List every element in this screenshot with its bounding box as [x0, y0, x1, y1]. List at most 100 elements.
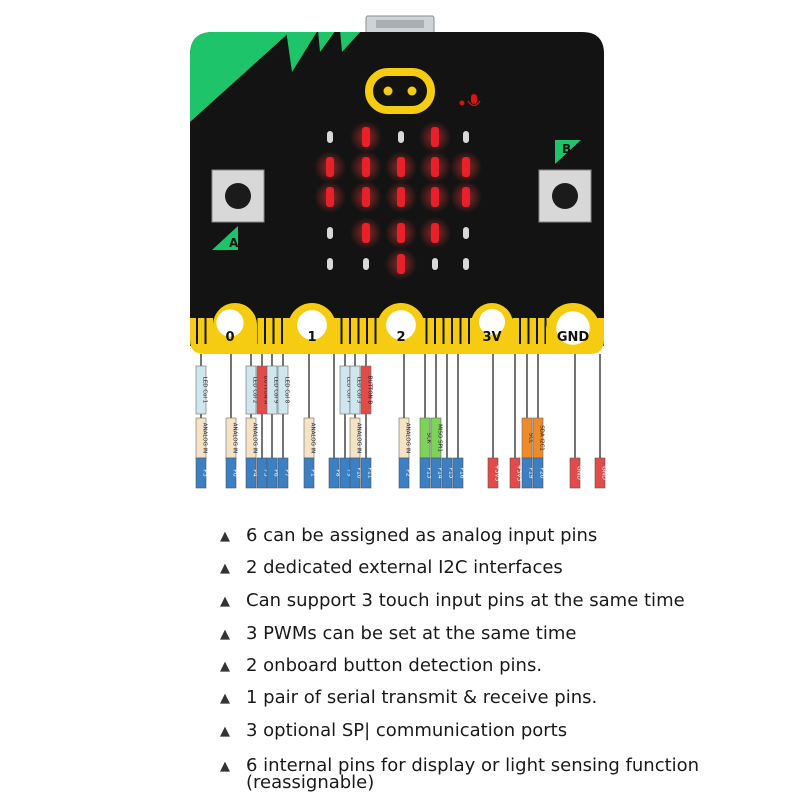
pin-function-text: ANALOG IN — [405, 423, 411, 454]
pin-name-tag — [245, 457, 257, 489]
led-off — [327, 258, 333, 270]
edge-finger-gap — [459, 318, 462, 344]
feature-text: 6 internal pins for display or light sen… — [246, 755, 700, 776]
pin-function-text: MISO SPI1 — [437, 424, 443, 452]
feature-text: 2 onboard button detection pins. — [246, 655, 543, 676]
led-on — [397, 254, 405, 274]
pin-name-text: P14 — [437, 467, 444, 478]
led-on — [431, 127, 439, 147]
pad-1[interactable]: 1 — [288, 303, 336, 350]
feature-item: ▲ 6 internal pins for display or light se… — [220, 756, 780, 793]
feature-item: ▲Can support 3 touch input pins at the s… — [220, 591, 780, 612]
pin-name-tag — [328, 457, 340, 489]
pin-name-tag — [277, 457, 289, 489]
button-a[interactable] — [211, 169, 265, 223]
button-b-marker — [555, 140, 581, 164]
pin-name-tag — [521, 457, 533, 489]
pin-name-tag — [532, 457, 544, 489]
led-off — [463, 258, 469, 270]
pin-function-text: LED Col 2 — [252, 377, 258, 404]
pad-label: GND — [557, 330, 590, 345]
feature-item: ▲ 2 dedicated external I2C interfaces — [220, 558, 780, 579]
edge-finger-gap — [451, 318, 453, 344]
feature-item: ▲3 optional SP| communication ports — [220, 721, 780, 742]
triangle-up-icon: ▲ — [220, 627, 230, 642]
pin-name-tag — [303, 457, 315, 489]
pin-name-text: P8 — [335, 469, 342, 477]
led-matrix — [314, 121, 482, 280]
led-off — [463, 227, 469, 239]
pin-name-text: GND — [576, 466, 583, 480]
pin-name-text: P11 — [367, 467, 374, 478]
pin-name-text: GND — [601, 466, 608, 480]
edge-finger-gap — [374, 318, 377, 344]
triangle-up-icon: ▲ — [220, 659, 230, 674]
button-b[interactable] — [538, 169, 592, 223]
led-on — [362, 127, 370, 147]
led-off — [363, 258, 369, 270]
pin-name-text: P20 — [539, 467, 546, 478]
pad-hole — [556, 311, 590, 345]
pin-function-text: LED Col 7 — [346, 377, 352, 404]
edge-finger-gap — [527, 318, 530, 344]
edge-finger-gap — [340, 318, 343, 344]
pin-name-tag — [509, 457, 521, 489]
button-a-label: A — [229, 236, 239, 250]
pad-label: 0 — [225, 330, 234, 345]
pin-name-tag — [398, 457, 410, 489]
edge-finger-gap — [434, 318, 436, 344]
pin-function-label — [245, 365, 257, 415]
pin-function-text: LED Col 3 — [356, 377, 362, 404]
pin-name-text: P4 — [252, 469, 259, 477]
led-on — [431, 157, 439, 177]
triangle-up-icon: ▲ — [220, 691, 230, 706]
pad-3v[interactable]: 3V — [471, 303, 513, 350]
pad-hole — [386, 310, 416, 340]
pin-function-text: ANALOG IN — [252, 423, 258, 454]
mic-led-icon — [459, 100, 465, 106]
pin-name-tag — [419, 457, 431, 489]
pin-name-text: P0 — [232, 469, 239, 477]
triangle-up-icon: ▲ — [220, 561, 230, 576]
led-off — [463, 131, 469, 143]
pad-2[interactable]: 2 — [377, 303, 425, 350]
pin-name-text: P13 — [426, 467, 433, 478]
led-on — [326, 157, 334, 177]
pad-hole — [297, 310, 327, 340]
feature-text: 6 can be assigned as analog input pins — [246, 525, 598, 546]
touch-logo[interactable] — [365, 68, 435, 114]
pin-function-text: BUTTON B — [367, 376, 373, 405]
pin-name-text: P2 — [405, 469, 412, 477]
triangle-up-icon: ▲ — [220, 594, 230, 609]
pin-function-label — [360, 365, 372, 415]
pin-function-text: BUTTON A — [263, 376, 269, 405]
pin-name-text: +3V3 — [516, 465, 523, 482]
button-b-label: B — [562, 142, 571, 156]
feature-item: ▲3 PWMs can be set at the same time — [220, 624, 780, 645]
pad-hole — [478, 308, 506, 336]
feature-item: ▲1 pair of serial transmit & receive pin… — [220, 688, 780, 709]
feature-text: 3 optional SP| communication ports — [246, 720, 568, 741]
edge-finger-gap — [366, 318, 368, 344]
edge-finger-gap — [536, 318, 538, 344]
edge-finger-gap — [204, 318, 207, 344]
pad-gnd[interactable]: GND — [546, 303, 600, 350]
green-accent — [190, 32, 292, 122]
led-off — [327, 227, 333, 239]
feature-text: 2 dedicated external I2C interfaces — [246, 557, 563, 578]
led-off — [327, 131, 333, 143]
pin-name-text: P7 — [284, 469, 291, 477]
led-off — [398, 131, 404, 143]
pin-function-text: LED Col 9 — [273, 377, 279, 404]
pin-name-tag — [594, 457, 606, 489]
pin-function-text: ANALOG IN — [202, 423, 208, 454]
pad-0[interactable]: 0 — [213, 303, 257, 350]
pin-name-text: P9 — [346, 469, 353, 477]
edge-finger-gap — [349, 318, 351, 344]
triangle-up-icon: ▲ — [220, 759, 230, 774]
edge-finger-gap — [519, 318, 521, 344]
led-on — [362, 157, 370, 177]
